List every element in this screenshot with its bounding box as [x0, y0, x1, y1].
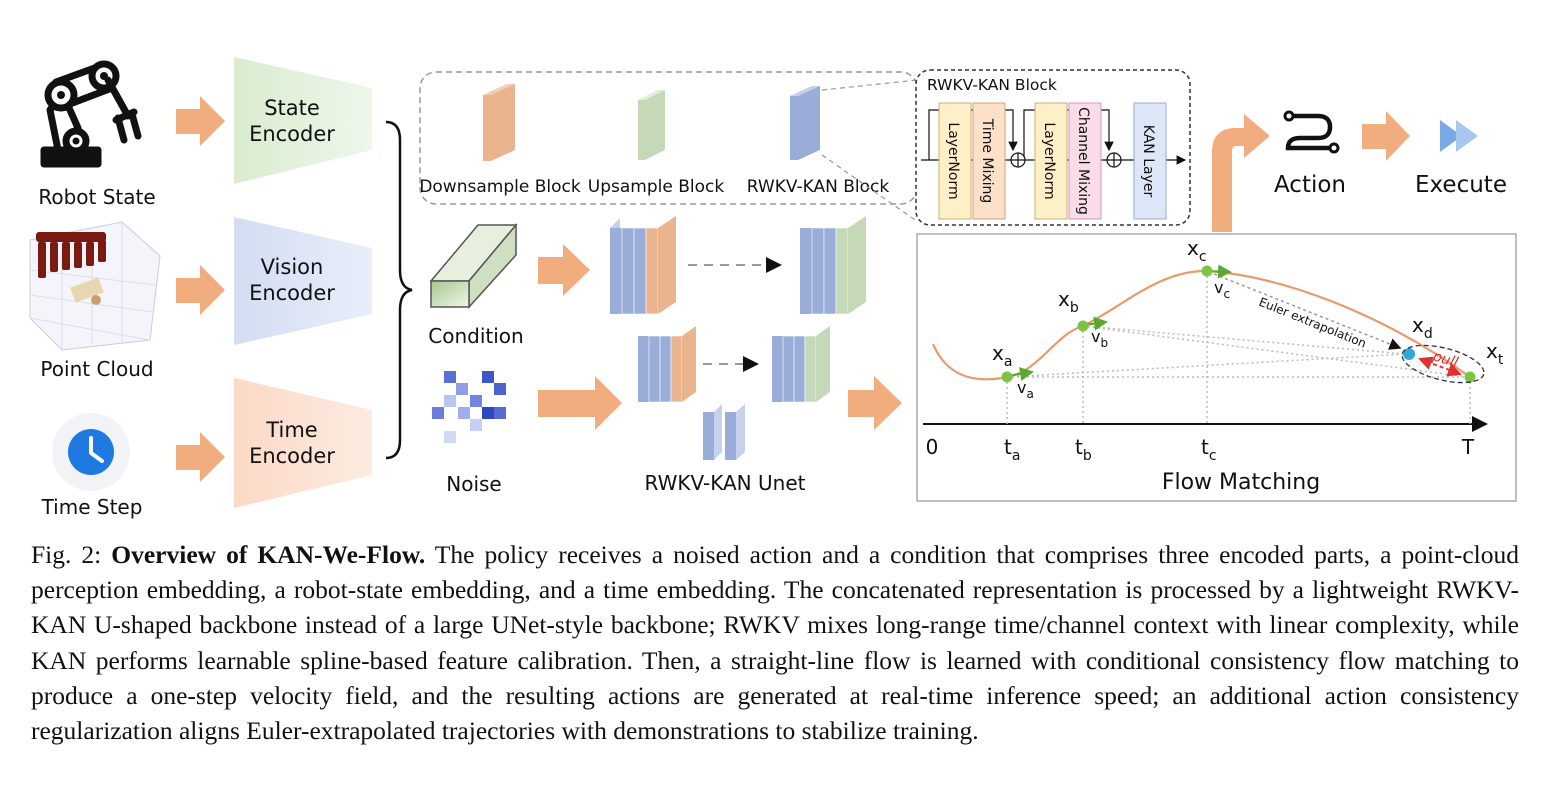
point-d	[1403, 348, 1415, 360]
action-to-execute-arrow	[1362, 111, 1410, 161]
unet-lower-left-stack	[638, 326, 696, 403]
layer-label-1: LayerNorm	[945, 122, 961, 199]
state-encoder-line1: State	[264, 96, 320, 120]
pull-arrow	[1418, 356, 1462, 377]
layernorm-1	[938, 102, 972, 220]
point-b	[1077, 320, 1089, 332]
flow-matching-title: Flow Matching	[1162, 470, 1320, 495]
time-encoder-line1: Time	[265, 418, 317, 442]
concat-brace	[385, 120, 413, 460]
state-encoder	[234, 57, 372, 184]
unet-upper-left-stack	[610, 216, 676, 315]
vision-arrow	[176, 265, 225, 315]
execute-label: Execute	[1415, 172, 1507, 198]
noise-grid	[432, 371, 506, 443]
condition-label: Condition	[428, 324, 523, 348]
channel-mixing	[1068, 102, 1102, 220]
downsample-block-icon	[483, 84, 515, 161]
point-a	[1001, 371, 1013, 383]
time-encoder	[234, 378, 372, 508]
rwkv-block-title: RWKV-KAN Block	[927, 76, 1057, 94]
noise-label: Noise	[446, 472, 501, 496]
upsample-block-icon	[638, 90, 665, 160]
vision-encoder	[234, 217, 372, 345]
input-arrows	[176, 96, 225, 482]
rwkv-kan-block-icon	[790, 86, 820, 160]
point-target	[1464, 371, 1476, 383]
unet-to-flow-arrow	[848, 376, 902, 430]
flow-matching-panel	[916, 233, 1517, 502]
robot-state-label: Robot State	[38, 185, 155, 209]
time-step-label: Time Step	[41, 495, 143, 519]
legend-box	[419, 71, 918, 205]
vision-encoder-line1: Vision	[261, 255, 324, 279]
legend-downsample: Downsample Block	[419, 177, 581, 197]
unet-label: RWKV-KAN Unet	[645, 471, 806, 495]
state-encoder-line2: Encoder	[249, 122, 335, 146]
figure-caption: Fig. 2: Overview of KAN-We-Flow. The pol…	[31, 537, 1519, 748]
clock-icon	[52, 413, 130, 491]
state-arrow	[176, 96, 225, 146]
axis-end: T	[1461, 435, 1475, 459]
action-label: Action	[1274, 172, 1346, 198]
unet-bottleneck-stack	[703, 404, 745, 460]
time-arrow	[176, 432, 225, 482]
layer-label-2: Time Mixing	[979, 118, 995, 204]
layer-label-3: LayerNorm	[1041, 122, 1057, 199]
condition-cuboid	[429, 222, 518, 309]
unet-upper-right-stack	[800, 216, 866, 315]
legend-upsample: Upsample Block	[588, 177, 725, 197]
kan-layer	[1133, 102, 1167, 220]
flow-trajectory	[931, 269, 1471, 381]
action-icon	[1283, 110, 1340, 154]
legend-rwkv-kan: RWKV-KAN Block	[747, 177, 890, 197]
layernorm-2	[1034, 102, 1068, 220]
vision-encoder-line2: Encoder	[249, 281, 335, 305]
flow-to-action-arrow	[1212, 114, 1270, 232]
execute-icon	[1440, 120, 1478, 152]
time-mixing	[972, 102, 1006, 220]
point-c	[1201, 265, 1213, 277]
axis-origin: 0	[926, 435, 939, 459]
layer-label-4: Channel Mixing	[1075, 107, 1091, 215]
robot-arm-icon	[40, 60, 142, 168]
overview-figure: Robot State Point Cloud Time Step	[29, 57, 1517, 519]
unet-lower-right-stack	[772, 326, 830, 403]
caption-title: Overview of KAN-We-Flow.	[111, 540, 426, 569]
pull-label: pull	[1430, 348, 1460, 371]
noise-arrow	[538, 376, 622, 430]
caption-label: Fig. 2:	[31, 540, 102, 569]
point-cloud-label: Point Cloud	[40, 357, 153, 381]
condition-arrow	[538, 244, 590, 296]
caption-text: The policy receives a noised action and …	[31, 540, 1520, 746]
layer-label-5: KAN Layer	[1140, 125, 1156, 198]
point-cloud-image	[29, 221, 161, 351]
time-encoder-line2: Encoder	[249, 444, 335, 468]
